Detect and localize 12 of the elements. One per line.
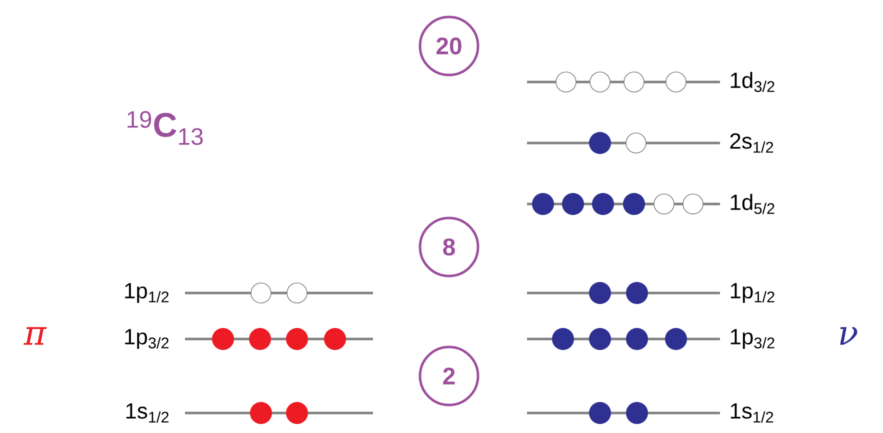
level-label: 1p$_{1/2}$: [125, 283, 169, 303]
neutron-symbol: ν: [840, 327, 858, 345]
level-label: 2s$_{1/2}$: [730, 133, 774, 153]
level-label: 1d$_{5/2}$: [730, 194, 774, 214]
level-label: 1p$_{3/2}$: [125, 329, 169, 349]
level-label: 1p$_{3/2}$: [730, 329, 774, 349]
proton-symbol: π: [24, 327, 47, 345]
level-label: 1p$_{1/2}$: [730, 283, 774, 303]
level-label: 1s$_{1/2}$: [730, 403, 774, 423]
level-label: 1d$_{3/2}$: [730, 72, 774, 92]
nucleus-symbol: $^{19}$C$_{13}$: [128, 111, 203, 145]
level-label: 1s$_{1/2}$: [126, 403, 169, 423]
